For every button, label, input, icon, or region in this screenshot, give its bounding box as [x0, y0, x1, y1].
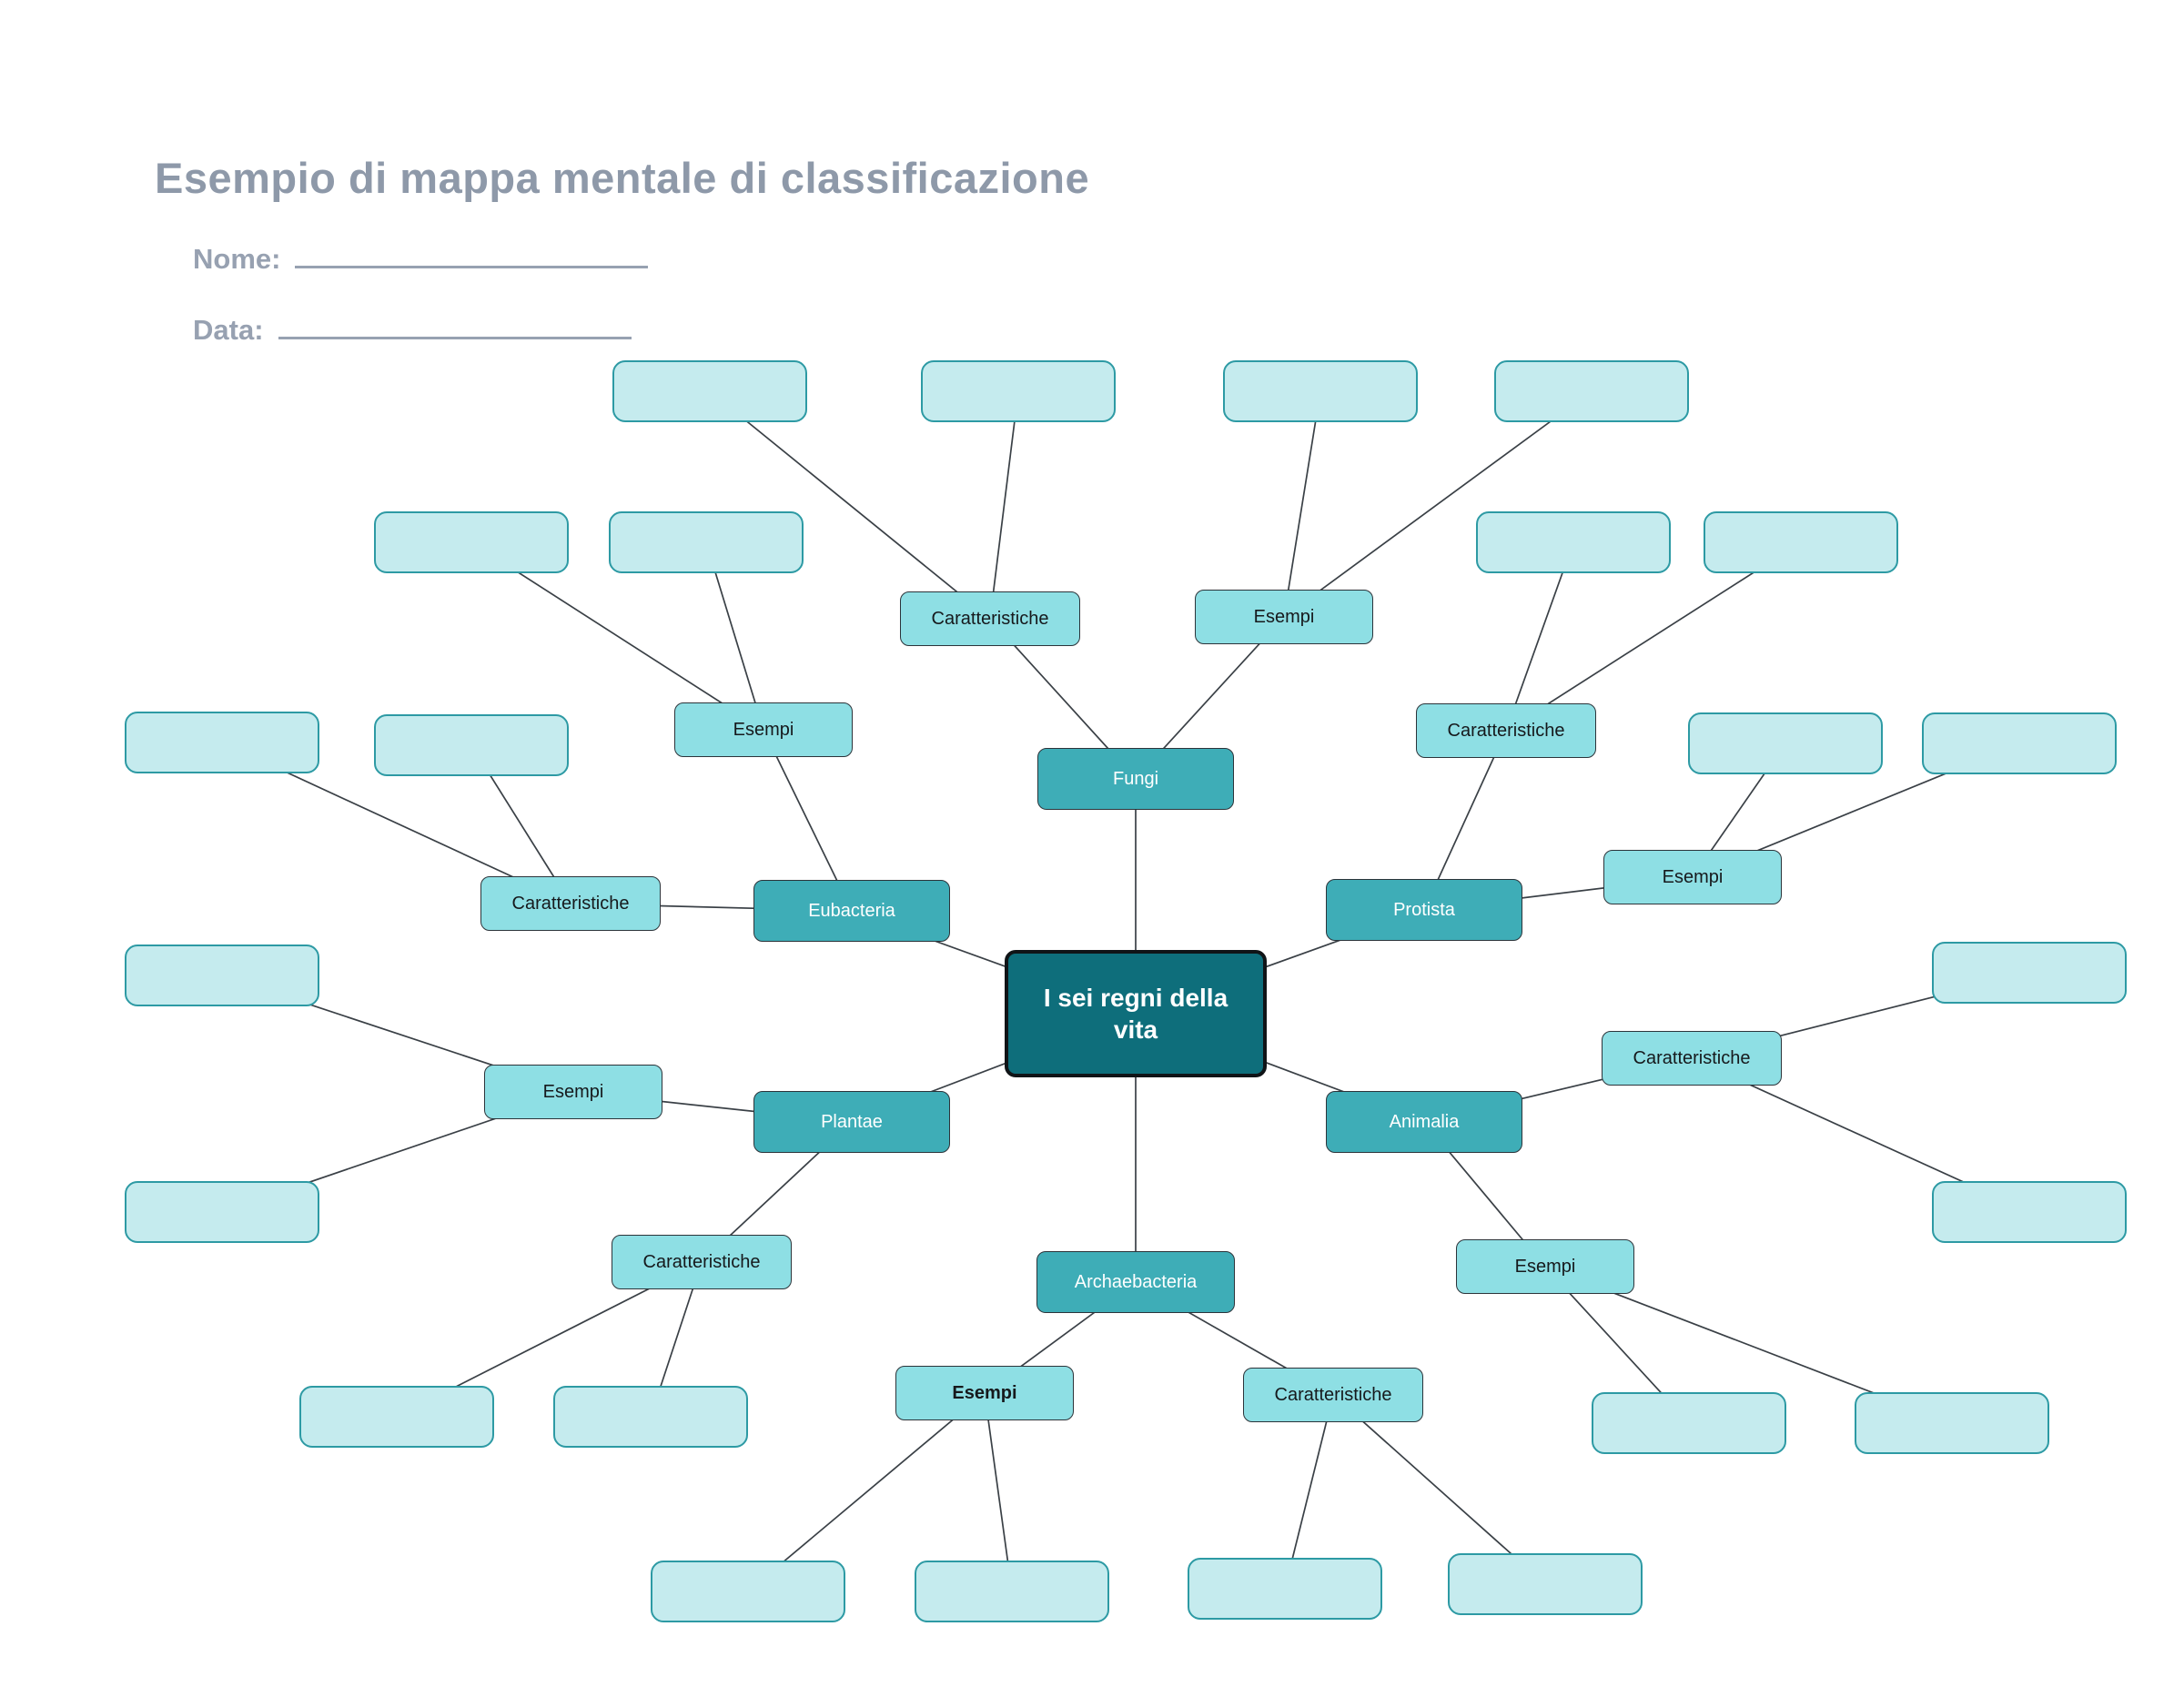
empty-leaf-box[interactable] [125, 1181, 319, 1243]
node-center[interactable]: I sei regni della vita [1005, 950, 1267, 1077]
empty-leaf-box[interactable] [1704, 511, 1898, 573]
empty-leaf-box[interactable] [374, 714, 569, 776]
node-euba-car[interactable]: Caratteristiche [480, 876, 661, 931]
empty-leaf-box[interactable] [1494, 360, 1689, 422]
empty-leaf-box[interactable] [612, 360, 807, 422]
empty-leaf-box[interactable] [1448, 1553, 1643, 1615]
node-fungi[interactable]: Fungi [1037, 748, 1234, 810]
empty-leaf-box[interactable] [651, 1561, 845, 1622]
empty-leaf-box[interactable] [1932, 1181, 2127, 1243]
empty-leaf-box[interactable] [1223, 360, 1418, 422]
empty-leaf-box[interactable] [1922, 712, 2117, 774]
empty-leaf-box[interactable] [125, 712, 319, 773]
node-prot-ese[interactable]: Esempi [1603, 850, 1782, 904]
node-arch-ese[interactable]: Esempi [895, 1366, 1074, 1420]
name-label: Nome: [193, 243, 281, 275]
date-blank-field[interactable] [278, 309, 632, 339]
name-blank-field[interactable] [295, 238, 649, 268]
date-field-row: Data: [193, 309, 632, 347]
node-euba-ese[interactable]: Esempi [674, 702, 853, 757]
node-fungi-ese[interactable]: Esempi [1195, 590, 1373, 644]
empty-leaf-box[interactable] [553, 1386, 748, 1448]
empty-leaf-box[interactable] [609, 511, 804, 573]
empty-leaf-box[interactable] [299, 1386, 494, 1448]
empty-leaf-box[interactable] [1592, 1392, 1786, 1454]
name-field-row: Nome: [193, 238, 649, 276]
date-label: Data: [193, 314, 264, 346]
page-title: Esempio di mappa mentale di classificazi… [155, 154, 1090, 202]
node-arch-car[interactable]: Caratteristiche [1243, 1368, 1423, 1422]
node-plan-ese[interactable]: Esempi [484, 1065, 662, 1119]
empty-leaf-box[interactable] [1476, 511, 1671, 573]
empty-leaf-box[interactable] [1932, 942, 2127, 1004]
node-prot-car[interactable]: Caratteristiche [1416, 703, 1596, 758]
node-archaebacteria[interactable]: Archaebacteria [1036, 1251, 1235, 1313]
empty-leaf-box[interactable] [921, 360, 1116, 422]
node-plantae[interactable]: Plantae [753, 1091, 950, 1153]
node-fungi-car[interactable]: Caratteristiche [900, 591, 1080, 646]
node-plan-car[interactable]: Caratteristiche [612, 1235, 792, 1289]
node-protista[interactable]: Protista [1326, 879, 1522, 941]
node-eubacteria[interactable]: Eubacteria [753, 880, 950, 942]
node-animalia[interactable]: Animalia [1326, 1091, 1522, 1153]
empty-leaf-box[interactable] [1855, 1392, 2049, 1454]
node-ani-car[interactable]: Caratteristiche [1602, 1031, 1782, 1086]
empty-leaf-box[interactable] [915, 1561, 1109, 1622]
empty-leaf-box[interactable] [1188, 1558, 1382, 1620]
empty-leaf-box[interactable] [374, 511, 569, 573]
empty-leaf-box[interactable] [1688, 712, 1883, 774]
node-ani-ese[interactable]: Esempi [1456, 1239, 1634, 1294]
empty-leaf-box[interactable] [125, 945, 319, 1006]
